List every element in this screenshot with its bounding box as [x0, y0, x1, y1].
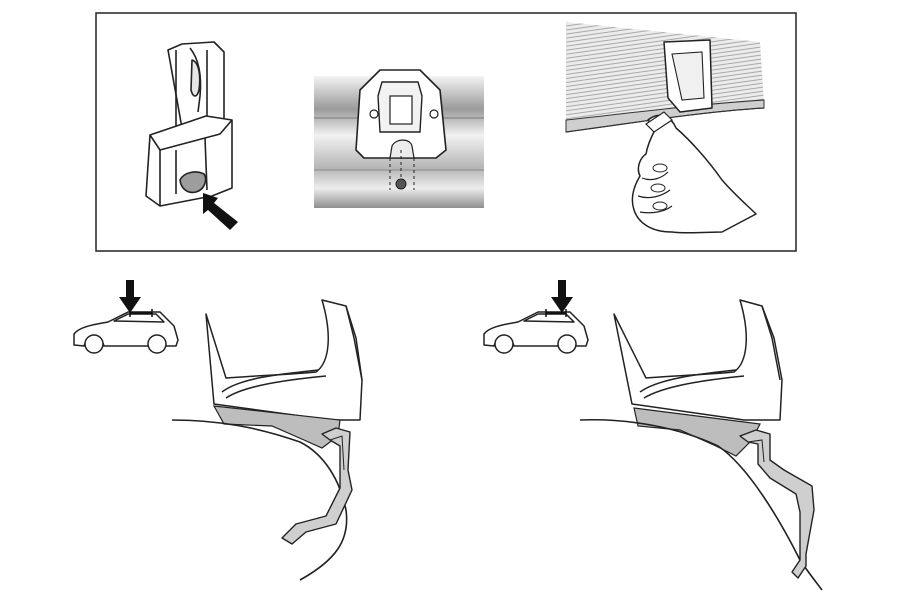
- bottom-right-panel: [483, 280, 823, 591]
- fitting-foot-left: [281, 427, 353, 545]
- fitting-foot-right: [739, 429, 815, 579]
- roof-surface: [566, 22, 764, 126]
- arrow-icon: [203, 193, 238, 230]
- down-arrow-icon: [551, 280, 573, 313]
- door-frame-right: [613, 299, 783, 421]
- step-2-rail-clamp: [314, 69, 484, 208]
- screw-hole: [395, 178, 407, 190]
- step-3-hand-pull: [565, 22, 765, 234]
- hatchback-car-icon: [73, 311, 179, 354]
- roof-line-left: [171, 419, 348, 581]
- down-arrow-icon: [119, 280, 141, 313]
- step-1-bracket: [145, 41, 233, 207]
- bottom-left-panel: [73, 280, 363, 581]
- roof-line-right: [579, 418, 823, 591]
- door-frame-left: [205, 299, 363, 421]
- hatchback-car-icon: [483, 311, 589, 354]
- roof-seal-right: [633, 407, 761, 457]
- rubber-pad: [179, 171, 207, 194]
